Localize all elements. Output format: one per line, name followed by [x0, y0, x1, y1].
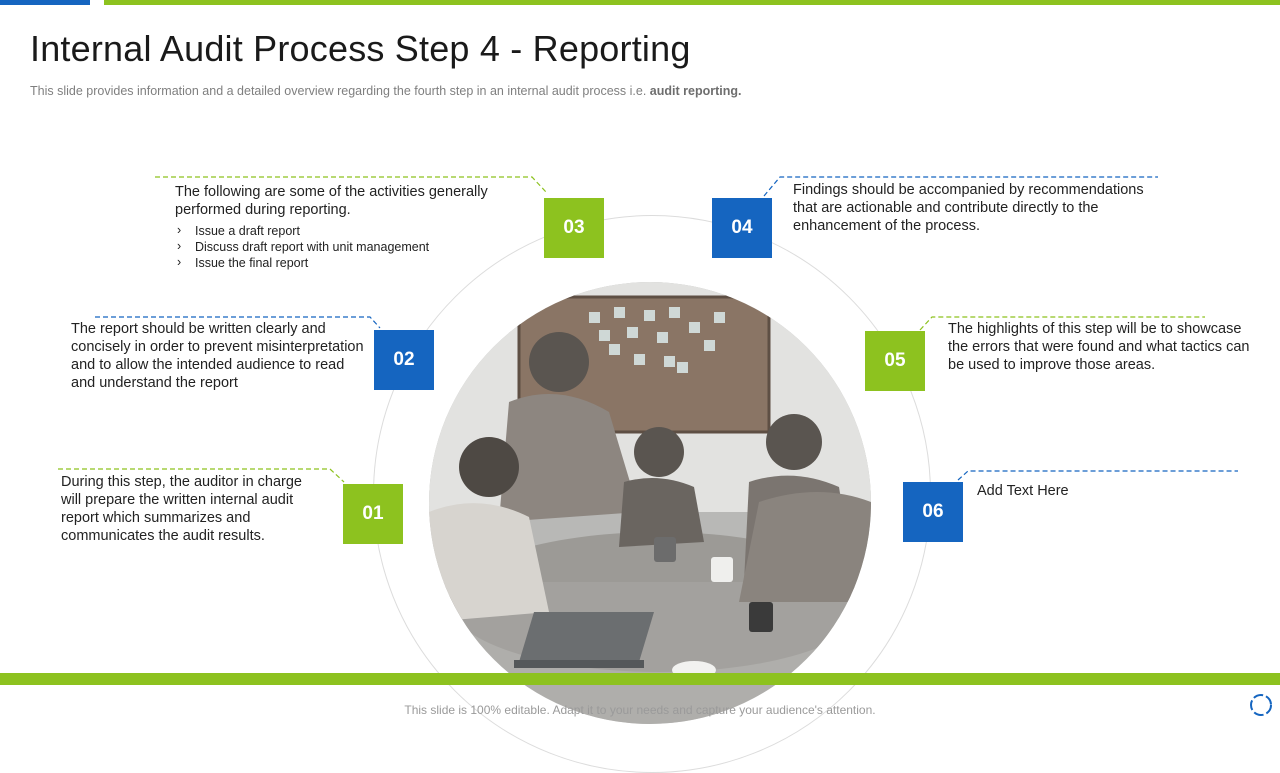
step-05-box: 05	[865, 331, 925, 391]
subtitle-bold: audit reporting.	[649, 84, 742, 98]
step-03-number: 03	[563, 217, 585, 238]
step-01-number: 01	[362, 503, 384, 524]
step-02-box: 02	[374, 330, 434, 390]
step-06-box: 06	[903, 482, 963, 542]
footer-note: This slide is 100% editable. Adapt it to…	[404, 703, 876, 717]
leader-line-06	[957, 470, 1238, 481]
step-03-box: 03	[544, 198, 604, 258]
step-05-number: 05	[884, 350, 906, 371]
team-meeting-photo	[429, 282, 871, 724]
slide-title: Internal Audit Process Step 4 - Reportin…	[30, 28, 691, 69]
step-03-text: The following are some of the activities…	[175, 184, 488, 218]
step-01-text: During this step, the auditor in charge …	[61, 474, 302, 544]
step-06-text: Add Text Here	[977, 483, 1069, 499]
step-03-bullet: Issue a draft report	[175, 222, 510, 239]
circle-refresh-icon	[1250, 694, 1272, 716]
subtitle-text: This slide provides information and a de…	[30, 84, 650, 98]
step-03-bullet: Discuss draft report with unit managemen…	[175, 238, 510, 255]
slide-subtitle: This slide provides information and a de…	[30, 84, 741, 98]
step-04-text: Findings should be accompanied by recomm…	[793, 182, 1144, 234]
step-05-text: The highlights of this step will be to s…	[948, 321, 1250, 373]
step-06-number: 06	[922, 501, 944, 522]
step-03-bullet: Issue the final report	[175, 254, 510, 271]
step-03-bullet-list: Issue a draft report Discuss draft repor…	[175, 222, 510, 271]
step-01-box: 01	[343, 484, 403, 544]
top-accent-bar-green	[104, 0, 1280, 5]
top-accent-bar-blue	[0, 0, 90, 5]
step-02-number: 02	[393, 349, 415, 370]
step-04-number: 04	[731, 217, 753, 238]
step-03-block: The following are some of the activities…	[175, 183, 510, 271]
bottom-accent-bar	[0, 673, 1280, 685]
step-02-text: The report should be written clearly and…	[71, 321, 364, 391]
step-04-box: 04	[712, 198, 772, 258]
